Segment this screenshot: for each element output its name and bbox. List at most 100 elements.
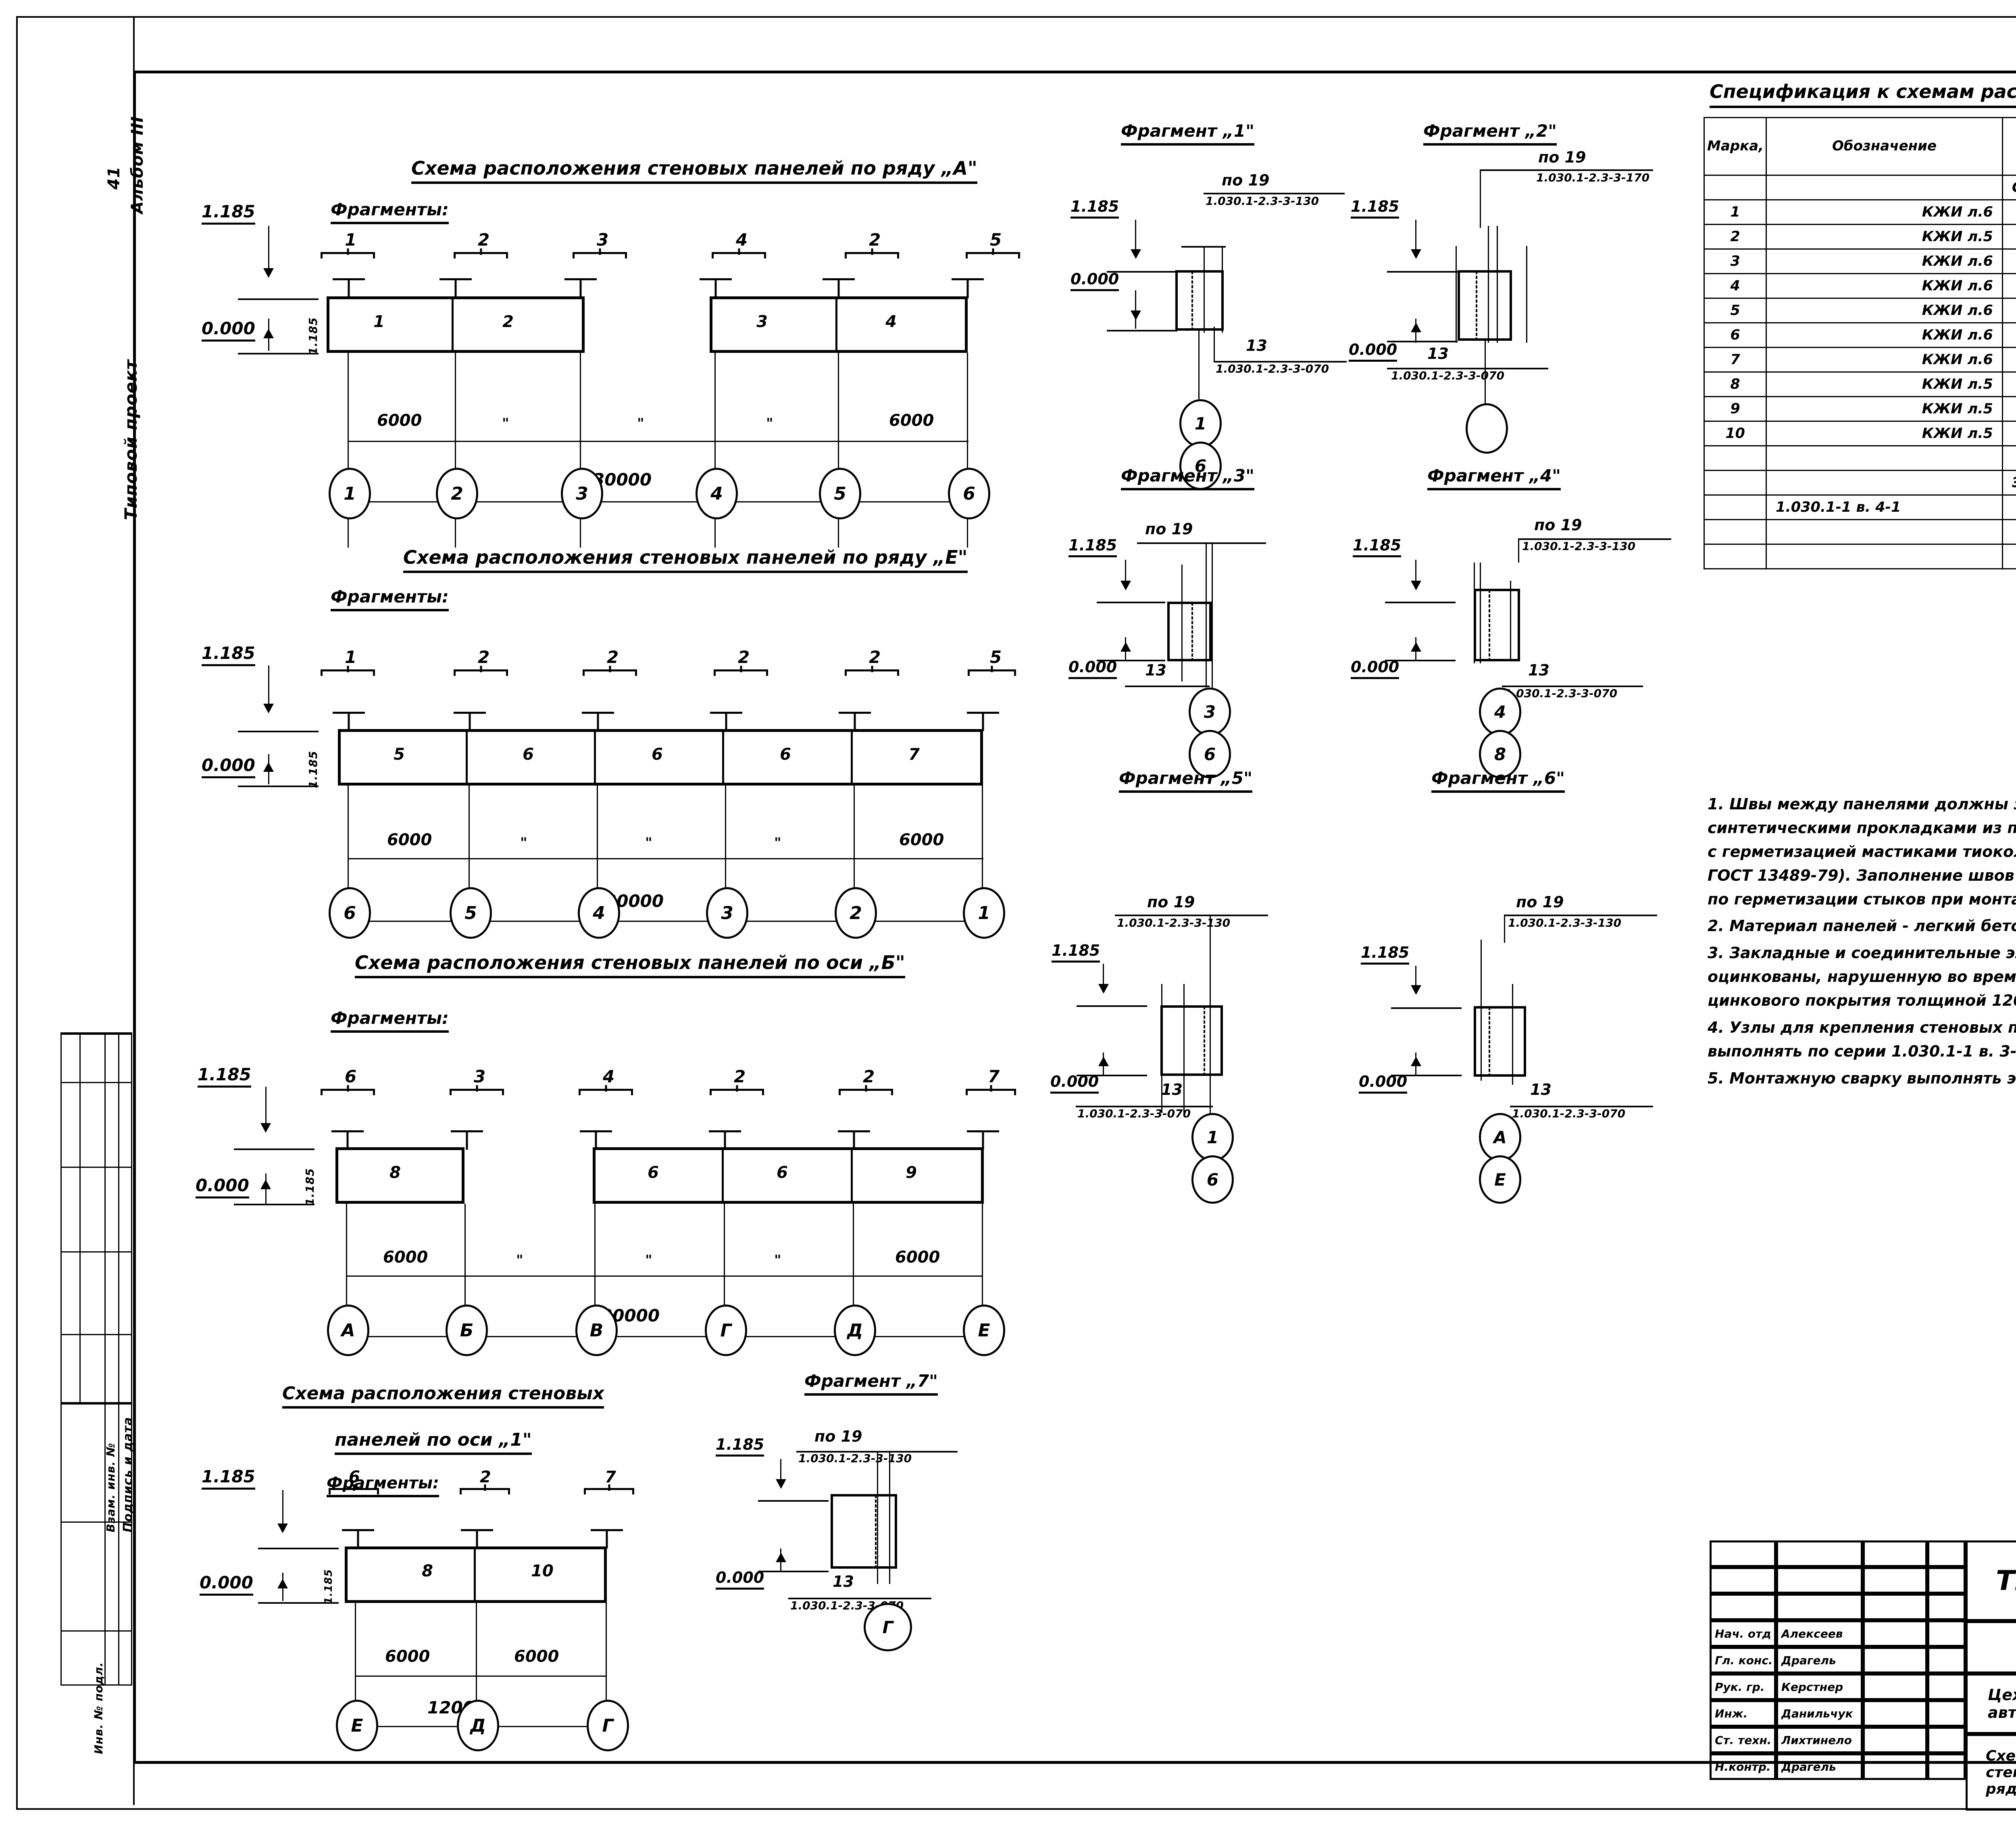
scheme-2-panel-5: 7 xyxy=(908,745,920,764)
scheme-3-frag-mark-3: 4 xyxy=(603,1067,615,1086)
stamp-name-5: Лихтинело xyxy=(1776,1727,1863,1753)
scheme-1-level-bottom: 0.000 xyxy=(202,319,255,342)
fragment-1-top-ref-label: по 19 xyxy=(1222,171,1270,189)
scheme-1-colmark-5 xyxy=(823,278,855,298)
stamp-rev-r1c1 xyxy=(1710,1540,1776,1567)
stamp-role-3: Рук. гр. xyxy=(1710,1674,1776,1700)
spec-blank-row xyxy=(1703,445,2016,471)
spec-col-name: Наименование xyxy=(2001,117,2016,176)
spec-name: ПС 65,5-12-2,5-Зп-1.Б xyxy=(2001,273,2016,299)
spec-mark: 5 xyxy=(1703,298,1767,323)
stamp-object-line2: автомобильных шин xyxy=(1988,1704,2016,1721)
scheme-4-span-left: 6000 xyxy=(385,1647,430,1666)
fragment-6-bot-ref-label: 13 xyxy=(1530,1081,1552,1098)
stamp-rev-r1c3 xyxy=(1863,1540,1927,1567)
fragment-4-panel-box xyxy=(1474,589,1520,661)
scheme-2-span-right: 6000 xyxy=(899,831,944,849)
scheme-3-axis-2: Б xyxy=(446,1305,488,1356)
fragment-6-title: Фрагмент „6" xyxy=(1431,768,1565,793)
scheme-1-brace-1 xyxy=(321,252,375,258)
stamp-rev-r2c4 xyxy=(1927,1567,1966,1594)
stamp-name-6: Драгель xyxy=(1776,1753,1863,1780)
table-row: 8 КЖИ л.5 ПС 63-12-2,5-Зп-2А 2 2610 xyxy=(1703,371,2016,397)
fragment-5-panel-box xyxy=(1160,1005,1223,1076)
fragment-7-bot-ref-label: 13 xyxy=(833,1573,854,1590)
scheme-4-level-bottom: 0.000 xyxy=(200,1573,253,1596)
scheme-2-panel-3: 6 xyxy=(652,745,663,764)
sheet-outer-frame xyxy=(16,16,2016,1810)
fragment-7-top-ref-label: по 19 xyxy=(814,1428,862,1445)
scheme-1-panel-3: 3 xyxy=(756,313,768,331)
scheme-3-title: Схема расположения стеновых панелей по о… xyxy=(355,952,905,978)
scheme-2-level-bottom: 0.000 xyxy=(202,755,255,778)
scheme-4-brace-3 xyxy=(584,1488,634,1494)
spec-name: ПС 65,5-12-2,5-Зп-2.А xyxy=(2001,199,2016,225)
margin-project: Типовой проект xyxy=(121,359,141,520)
stamp-drawing-line3: рядам „А", „Е" и по „Г", „Б" xyxy=(1986,1780,2016,1797)
stamp-date-3 xyxy=(1927,1674,1966,1700)
scheme-2-panel-2: 6 xyxy=(523,745,534,764)
scheme-1-ditto-3: " xyxy=(766,415,773,431)
stamp-rev-r2c2 xyxy=(1776,1567,1863,1594)
scheme-3-colmark-3 xyxy=(580,1130,612,1150)
scheme-1-height-mark: 1.185 xyxy=(306,317,320,355)
stamp-sig-6 xyxy=(1863,1753,1927,1780)
spec-design: КЖИ л.5 xyxy=(1766,371,2003,397)
stamp-role-4: Инж. xyxy=(1710,1700,1776,1727)
scheme-1-ditto-1: " xyxy=(502,415,509,431)
stamp-rev-r3c3 xyxy=(1863,1594,1927,1620)
spec-mark: 2 xyxy=(1703,224,1767,250)
scheme-2-wall xyxy=(338,729,983,786)
stamp-role-5: Ст. техн. xyxy=(1710,1727,1776,1753)
fragment-5-bot-ref-label: 13 xyxy=(1161,1081,1183,1098)
spec-name: ПС 63-12-2,5-Зп-2А xyxy=(2001,371,2016,397)
spec-blank-row xyxy=(1703,544,2016,569)
scheme-1-colmark-6 xyxy=(952,278,984,298)
note-4: 4. Узлы для крепления стеновых панелей, … xyxy=(1708,1019,2016,1060)
scheme-1-colmark-2 xyxy=(439,278,472,298)
margin-number: 41 xyxy=(105,166,123,190)
scheme-2-colmark-3 xyxy=(582,712,614,731)
scheme-1-axis-6: 6 xyxy=(948,468,990,519)
scheme-2-title: Схема расположения стеновых панелей по р… xyxy=(403,546,968,573)
scheme-1-axis-5: 5 xyxy=(819,468,861,519)
scheme-2-ditto-3: " xyxy=(774,835,781,851)
scheme-3-level-bottom: 0.000 xyxy=(196,1175,249,1198)
fragment-2-bot-ref-label: 13 xyxy=(1427,345,1449,363)
fragment-1-bubble-2: 6 xyxy=(1179,442,1222,490)
spec-design: КЖИ л.6 xyxy=(1766,248,2003,274)
stamp-name-3: Керстнер xyxy=(1776,1674,1863,1700)
scheme-3-panel-2: 6 xyxy=(648,1163,659,1182)
fragment-6-bubble-2: Е xyxy=(1479,1155,1521,1204)
fragment-2-panel-box xyxy=(1458,270,1512,341)
fragment-7-level-bottom: 0.000 xyxy=(716,1569,764,1590)
scheme-1-frag-mark-6: 5 xyxy=(990,230,1002,250)
scheme-3-brace-6 xyxy=(966,1089,1016,1095)
scheme-4-brace-2 xyxy=(460,1488,510,1494)
fragment-2-top-ref-code: 1.030.1-2.3-3-170 xyxy=(1536,171,1650,184)
spec-group-row-1: Стеновые панели. xyxy=(1703,175,2016,200)
fragment-2-level-top: 1.185 xyxy=(1351,198,1400,219)
scheme-2-frag-mark-2: 2 xyxy=(478,647,490,667)
fragment-7-title: Фрагмент „7" xyxy=(804,1371,938,1396)
fragment-6-top-ref-label: по 19 xyxy=(1516,893,1564,911)
table-row: 3 КЖИ л.6 ПС 60-12-2,5-Зп-Б 1 2490 xyxy=(1703,248,2016,274)
scheme-1-brace-3 xyxy=(573,252,627,258)
scheme-3-brace-1 xyxy=(321,1089,375,1095)
fragment-5-top-ref-code: 1.030.1-2.3-3-130 xyxy=(1117,916,1231,930)
table-row: 5 КЖИ л.6 ПС 65,5-12-2,5-Зп-2.В 1 2720 xyxy=(1703,298,2016,323)
scheme-2-axis-6: 1 xyxy=(963,887,1005,939)
scheme-2-panel-4: 6 xyxy=(780,745,791,764)
fragment-4-level-top: 1.185 xyxy=(1353,536,1402,557)
stamp-code-blank xyxy=(1966,1621,2016,1674)
scheme-2-brace-6 xyxy=(968,669,1016,676)
scheme-1-title: Схема расположения стеновых панелей по р… xyxy=(411,157,977,184)
fragment-4-top-ref-label: по 19 xyxy=(1534,516,1582,534)
fragment-4-bubble-1: 4 xyxy=(1479,688,1521,736)
scheme-2-axis-2: 5 xyxy=(450,887,492,939)
stamp-drawing-block: Схемы расположения стеновых панелей по р… xyxy=(1966,1734,2016,1811)
spec-mark: 4 xyxy=(1703,273,1767,299)
fragment-2-bot-ref-code: 1.030.1-2.3-3-070 xyxy=(1391,369,1505,382)
scheme-1-colmark-3 xyxy=(564,278,597,298)
